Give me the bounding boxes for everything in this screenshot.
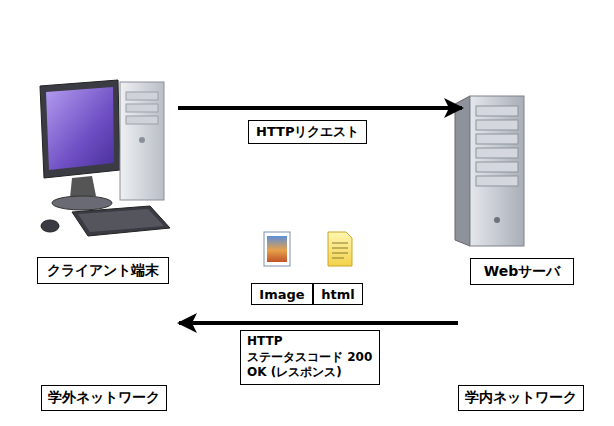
box-label: Image [259,287,304,302]
drive-bay [476,134,518,144]
drive-bay [476,162,518,172]
label-box: html [313,283,363,305]
html-file-icon [328,232,352,266]
drive-bay [476,120,518,130]
drive-bay [476,106,518,116]
zone-name: 学内ネットワーク [458,385,584,411]
box-label: クライアント端末 [47,262,159,280]
message-arrow [179,321,458,325]
box-label: Webサーバ [484,263,560,281]
client-computer [40,80,170,236]
drive-bay [476,148,518,158]
network-zone: クライアント端末学外ネットワーク [5,5,213,420]
box-label: html [321,287,354,302]
message-label: HTTP ステータスコード 200 OK (レスポンス) [240,330,380,385]
message-label: HTTPリクエスト [248,120,367,144]
label-box: Image [251,283,313,305]
message-arrow [178,106,462,110]
zone-outline [5,5,213,420]
network-zone: Webサーバ学内ネットワーク [418,5,610,420]
server-tower [455,96,524,246]
drive-bay [476,176,518,186]
zone-outline [418,5,610,420]
label-box: クライアント端末 [37,257,169,284]
image-file-icon [264,232,290,266]
label-box: Webサーバ [470,258,574,285]
zone-name: 学外ネットワーク [41,385,167,411]
